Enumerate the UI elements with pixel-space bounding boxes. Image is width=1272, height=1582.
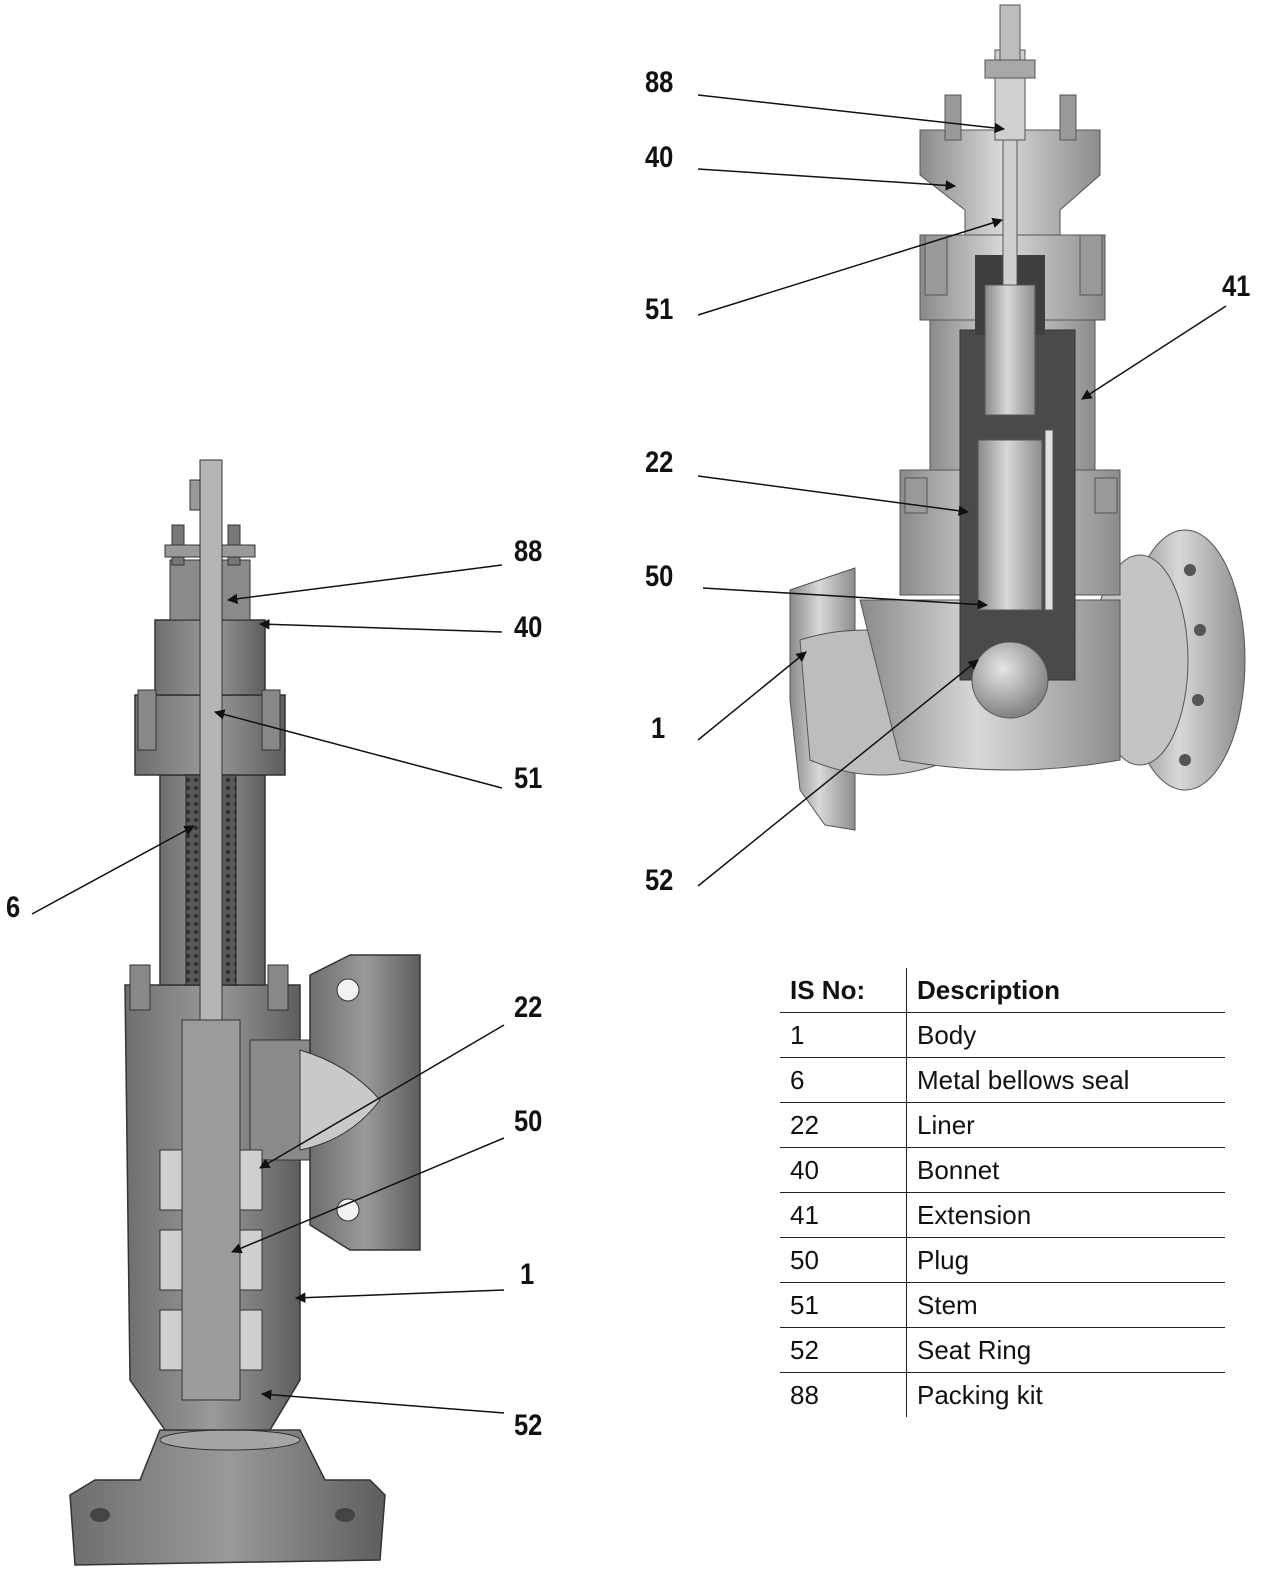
- part-number: 52: [780, 1327, 907, 1373]
- callout-left-6: 6: [6, 891, 21, 924]
- leader-left-1: [294, 1289, 505, 1303]
- part-number: 50: [780, 1237, 907, 1283]
- part-description: Extension: [906, 1192, 1225, 1238]
- part-number: 1: [780, 1012, 907, 1058]
- leader-left-52: [260, 1389, 505, 1414]
- left-valve-illustration: [69, 459, 421, 1566]
- callout-left-40: 40: [514, 611, 543, 644]
- leader-left-88: [226, 564, 503, 605]
- part-description: Stem: [906, 1282, 1225, 1328]
- leader-right-1: [697, 651, 807, 741]
- leader-right-22: [697, 475, 970, 516]
- part-number: 41: [780, 1192, 907, 1238]
- parts-table-header: IS No: Description: [780, 968, 1225, 1013]
- callout-left-1: 1: [520, 1258, 535, 1291]
- part-number: 40: [780, 1147, 907, 1193]
- left-leader-lines: [31, 564, 505, 1414]
- callout-left-51: 51: [514, 762, 543, 795]
- right-leader-lines: [697, 94, 1227, 887]
- part-description: Body: [906, 1012, 1225, 1058]
- leader-right-88: [697, 94, 1006, 134]
- leader-left-51: [213, 709, 503, 789]
- leader-left-40: [258, 619, 503, 633]
- callout-left-52: 52: [514, 1409, 543, 1442]
- part-description: Plug: [906, 1237, 1225, 1283]
- callout-right-51: 51: [645, 293, 674, 326]
- table-row: 88 Packing kit: [780, 1372, 1225, 1417]
- part-description: Bonnet: [906, 1147, 1225, 1193]
- callout-right-40: 40: [645, 141, 674, 174]
- callout-right-50: 50: [645, 560, 674, 593]
- leader-left-22: [259, 1024, 505, 1169]
- leader-right-40: [697, 168, 957, 191]
- part-description: Liner: [906, 1102, 1225, 1148]
- part-description: Packing kit: [917, 1379, 1043, 1410]
- part-number: 51: [780, 1282, 907, 1328]
- leader-right-41: [1081, 305, 1227, 400]
- callout-left-88: 88: [514, 535, 543, 568]
- callout-right-41: 41: [1222, 270, 1251, 303]
- leader-left-6: [31, 825, 195, 915]
- part-number: 6: [780, 1057, 907, 1103]
- callout-right-88: 88: [645, 66, 674, 99]
- leader-left-50: [231, 1137, 505, 1254]
- right-valve-illustration: [789, 4, 1246, 831]
- header-description: Description: [906, 968, 1225, 1013]
- callout-left-50: 50: [514, 1105, 543, 1138]
- leader-right-50: [702, 587, 989, 610]
- callout-left-22: 22: [514, 991, 543, 1024]
- part-description: Seat Ring: [906, 1327, 1225, 1373]
- leader-right-52: [697, 659, 979, 887]
- callout-right-22: 22: [645, 446, 674, 479]
- part-number: 22: [780, 1102, 907, 1148]
- callout-right-1: 1: [651, 712, 666, 745]
- leader-right-51: [697, 217, 1004, 316]
- callout-right-52: 52: [645, 864, 674, 897]
- part-number: 88: [780, 1372, 907, 1417]
- part-description: Metal bellows seal: [906, 1057, 1225, 1103]
- header-is-no: IS No:: [780, 968, 907, 1013]
